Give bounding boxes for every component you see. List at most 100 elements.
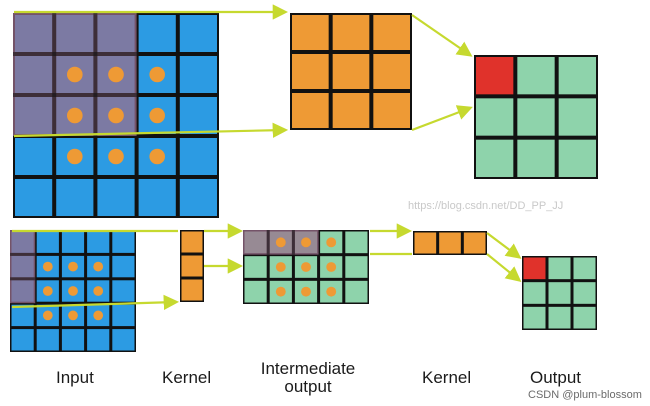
bottom-intermediate-grid-cell xyxy=(345,256,368,278)
top-input-grid-dot xyxy=(67,107,83,124)
arrow-kernel-to-output-upper xyxy=(486,232,522,259)
bottom-input-grid-dot xyxy=(93,261,104,272)
bottom-input-grid-dot xyxy=(68,261,78,272)
top-input-grid-dot xyxy=(149,107,165,124)
bottom-input-grid-hl-line xyxy=(10,277,36,281)
top-input-grid-hl-line xyxy=(52,13,57,136)
top-input-grid-hl-line xyxy=(93,13,98,136)
kernel-vertical-cell xyxy=(181,279,203,301)
top-intermediate-grid-cell xyxy=(292,15,329,50)
bottom-input-grid-dot xyxy=(93,286,104,296)
bottom-input-grid-cell xyxy=(11,304,34,327)
bottom-input-grid-cell xyxy=(36,231,59,253)
bottom-intermediate-grid xyxy=(243,230,369,304)
kernel-vertical-cell xyxy=(181,231,203,253)
bottom-input-grid-dot xyxy=(68,286,78,296)
bottom-intermediate-grid-dot xyxy=(275,237,286,248)
top-input-grid-cell xyxy=(138,179,176,216)
credit-text: CSDN @plum-blossom xyxy=(528,389,642,401)
top-output-grid-cell xyxy=(517,98,555,136)
bottom-output-grid-cell xyxy=(573,306,596,329)
top-input-grid-dot xyxy=(67,148,83,165)
bottom-intermediate-grid-dot xyxy=(326,237,337,248)
bottom-intermediate-grid-dot xyxy=(326,286,337,297)
bottom-output-grid-cell xyxy=(548,306,571,329)
label-intermediate-output: Intermediate output xyxy=(248,360,368,396)
bottom-output-grid-cell xyxy=(573,282,596,304)
bottom-input-grid-cell xyxy=(61,329,85,351)
top-input-grid-cell xyxy=(56,179,94,216)
label-output: Output xyxy=(530,368,582,387)
bottom-input-grid-cell xyxy=(112,329,135,351)
top-output-grid-cell xyxy=(476,57,514,95)
arrow-top-to-output-upper xyxy=(411,14,473,57)
kernel-horizontal-cell xyxy=(463,232,486,254)
label-kernel-left: Kernel xyxy=(162,368,212,387)
arrow-top-to-output-lower xyxy=(411,105,473,132)
top-intermediate-grid-cell xyxy=(332,54,370,89)
bottom-intermediate-grid-dot xyxy=(275,286,286,297)
top-output-grid-cell xyxy=(558,139,596,177)
top-intermediate-grid-cell xyxy=(292,93,329,128)
top-input-grid-hl-line xyxy=(13,52,137,56)
top-input-grid-cell xyxy=(179,97,217,134)
kernel-vertical-cell xyxy=(181,255,203,277)
bottom-intermediate-grid-dot xyxy=(301,237,311,248)
bottom-intermediate-grid-cell xyxy=(345,231,368,254)
bottom-input-grid xyxy=(10,230,136,352)
bottom-input-grid-dot xyxy=(93,310,104,321)
top-input-grid-dot xyxy=(108,148,124,165)
arrow-bottom-input-lower xyxy=(11,294,180,311)
top-intermediate-grid-cell xyxy=(292,54,329,89)
top-input-grid-dot xyxy=(149,66,165,83)
top-intermediate-grid-cell xyxy=(373,15,410,50)
bottom-input-grid-dot xyxy=(42,286,53,296)
top-input-grid-dot xyxy=(108,107,124,124)
bottom-output-grid-cell xyxy=(523,282,546,304)
top-intermediate-grid-cell xyxy=(373,93,410,128)
label-intermediate-line2: output xyxy=(284,377,332,396)
bottom-output-grid-cell xyxy=(573,257,596,280)
top-input-grid-cell xyxy=(97,179,135,216)
top-intermediate-grid-cell xyxy=(373,54,410,89)
top-output-grid-cell xyxy=(476,98,514,136)
bottom-input-grid-cell xyxy=(112,304,135,327)
label-intermediate-line1: Intermediate xyxy=(260,359,356,378)
kernel-horizontal-cell xyxy=(439,232,461,254)
bottom-intermediate-grid-dot xyxy=(275,262,286,272)
top-output-grid-cell xyxy=(517,57,555,95)
top-output-grid-cell xyxy=(558,57,596,95)
bottom-intermediate-grid-hl-line xyxy=(291,230,295,255)
arrow-kernel-to-output-lower xyxy=(486,253,522,282)
bottom-input-grid-cell xyxy=(61,231,85,253)
bottom-input-grid-cell xyxy=(11,329,34,351)
bottom-intermediate-grid-hl-line xyxy=(266,230,270,255)
bottom-input-grid-highlight xyxy=(10,230,36,304)
bottom-output-grid xyxy=(522,256,597,330)
bottom-input-grid-dot xyxy=(42,261,53,272)
top-input-grid-cell xyxy=(179,179,217,216)
bottom-intermediate-grid-dot xyxy=(301,286,311,297)
top-intermediate-grid-cell xyxy=(332,15,370,50)
bottom-output-grid-cell xyxy=(523,257,546,280)
bottom-input-grid-dot xyxy=(68,310,78,321)
label-kernel-right: Kernel xyxy=(422,368,472,387)
bottom-input-grid-cell xyxy=(112,255,135,278)
top-output-grid xyxy=(474,55,598,179)
top-input-grid-cell xyxy=(15,179,53,216)
bottom-output-grid-cell xyxy=(548,257,571,280)
top-input-grid-hl-line xyxy=(13,93,137,97)
label-input: Input xyxy=(56,368,94,387)
top-input-grid-cell xyxy=(138,15,176,52)
kernel-vertical xyxy=(180,230,204,302)
watermark-text: https://blog.csdn.net/DD_PP_JJ xyxy=(408,200,564,212)
bottom-intermediate-grid-dot xyxy=(301,262,311,272)
arrow-top-lower xyxy=(13,122,289,138)
bottom-output-grid-cell xyxy=(523,306,546,329)
bottom-output-grid-cell xyxy=(548,282,571,304)
bottom-intermediate-grid-cell xyxy=(345,280,368,303)
bottom-intermediate-grid-cell xyxy=(244,280,267,303)
top-input-grid-cell xyxy=(15,138,53,175)
bottom-intermediate-grid-dot xyxy=(326,262,337,272)
